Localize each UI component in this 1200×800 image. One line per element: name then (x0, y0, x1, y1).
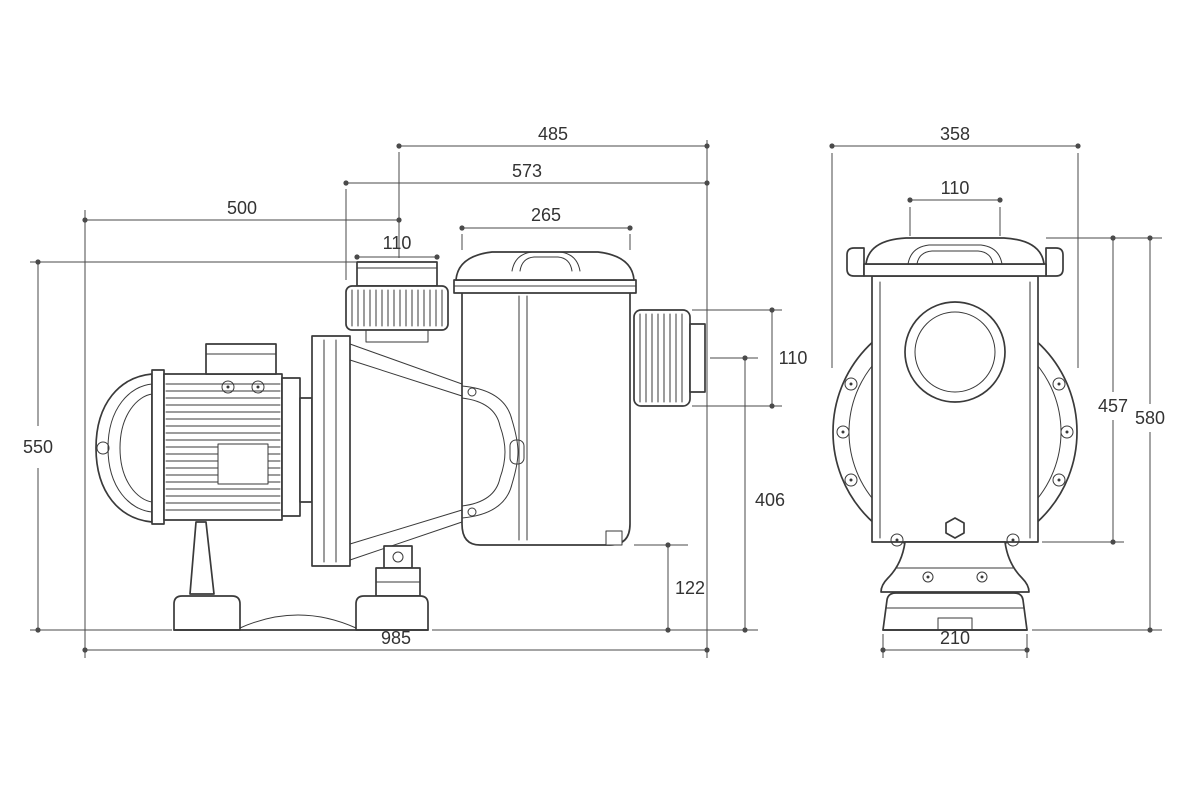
dim-110-discharge: 110 (692, 307, 808, 409)
dim-label-985: 985 (381, 628, 411, 648)
dim-122: 122 (634, 542, 705, 633)
tank-lid (453, 251, 637, 294)
dim-110-front: 110 (907, 178, 1003, 236)
dim-label-110-suction: 110 (383, 233, 412, 253)
lid-front (846, 237, 1064, 277)
dim-457: 457 (1042, 235, 1128, 545)
dim-label-573: 573 (512, 161, 542, 181)
dim-label-210: 210 (940, 628, 970, 648)
dim-550: 550 (23, 259, 357, 633)
dim-210: 210 (880, 628, 1030, 658)
suction-union (345, 261, 449, 343)
base-front (880, 541, 1030, 631)
dim-label-358: 358 (940, 124, 970, 144)
extension-lines (84, 140, 708, 658)
dimensions: 485 573 500 265 110 110 (23, 124, 1165, 658)
side-view (95, 251, 706, 631)
dim-label-122: 122 (675, 578, 705, 598)
sight-glass (904, 301, 1006, 403)
dim-label-550: 550 (23, 437, 53, 457)
dim-110-suction: 110 (354, 233, 440, 260)
dim-label-110-front: 110 (941, 178, 970, 198)
dim-580: 580 (1032, 235, 1165, 633)
dim-573: 573 (343, 161, 710, 280)
front-view (832, 237, 1078, 631)
dim-label-265: 265 (531, 205, 561, 225)
dim-label-485: 485 (538, 124, 568, 144)
seal-plate (311, 335, 463, 567)
terminal-box (205, 343, 277, 394)
dim-406: 406 (432, 355, 785, 633)
drain-plug (945, 517, 965, 539)
strainer-tank (461, 291, 631, 546)
dim-label-580: 580 (1135, 408, 1165, 428)
dim-500: 500 (82, 198, 402, 223)
dim-358: 358 (829, 124, 1081, 368)
dim-label-110-discharge: 110 (779, 348, 808, 368)
dim-label-500: 500 (227, 198, 257, 218)
flange-bolts (836, 377, 1074, 547)
discharge-union (633, 309, 706, 407)
motor (95, 369, 313, 595)
pump-base (173, 545, 429, 631)
dim-265: 265 (459, 205, 633, 250)
dim-label-406: 406 (755, 490, 785, 510)
dim-label-457: 457 (1098, 396, 1128, 416)
dim-485: 485 (396, 124, 710, 258)
dim-985: 985 (82, 628, 710, 653)
